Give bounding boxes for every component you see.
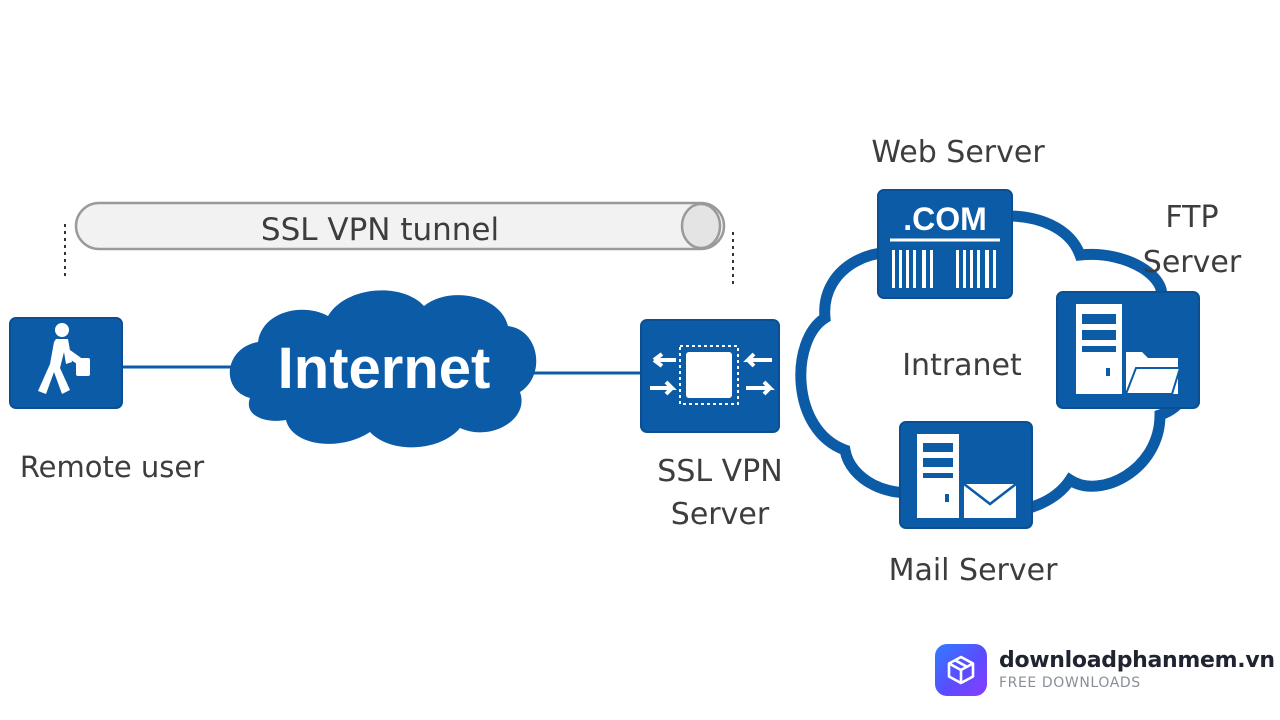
server-tower-icon xyxy=(1076,304,1122,394)
tunnel-end-cap xyxy=(680,202,722,250)
watermark: downloadphanmem.vn FREE DOWNLOADS xyxy=(935,642,1275,698)
remote-user-node: Remote user xyxy=(9,317,204,484)
mail-server-node: Mail Server xyxy=(889,421,1059,588)
ssl-vpn-tunnel: SSL VPN tunnel xyxy=(64,201,734,288)
watermark-subtitle: FREE DOWNLOADS xyxy=(999,675,1141,691)
ftp-server-label-line1: FTP xyxy=(1165,200,1218,235)
watermark-title: downloadphanmem.vn xyxy=(999,648,1275,673)
internet-cloud: Internet xyxy=(229,290,537,448)
ssl-vpn-server-label-line2: Server xyxy=(671,497,770,532)
ftp-server-node: FTP Server xyxy=(1056,200,1242,409)
web-server-node: Web Server .COM xyxy=(871,135,1045,299)
cube-logo-icon xyxy=(935,644,987,696)
server-tower-icon xyxy=(917,434,959,518)
intranet-label: Intranet xyxy=(902,348,1022,383)
barcode-icon xyxy=(892,250,996,288)
folder-icon xyxy=(1124,352,1182,395)
internet-cloud-shape xyxy=(229,290,537,448)
ssl-vpn-server-label-line1: SSL VPN xyxy=(657,454,782,489)
envelope-icon xyxy=(963,483,1017,518)
ssl-vpn-server-node: SSL VPN Server xyxy=(640,319,783,532)
tunnel-pipe xyxy=(74,201,726,251)
walking-person-icon xyxy=(38,323,90,394)
ftp-server-label-line2: Server xyxy=(1143,245,1242,280)
web-server-badge: .COM xyxy=(903,201,987,237)
web-server-label: Web Server xyxy=(871,135,1045,170)
gateway-chip-icon xyxy=(650,345,775,405)
tunnel-label: SSL VPN tunnel xyxy=(261,212,499,248)
internet-label: Internet xyxy=(278,336,491,401)
mail-server-label: Mail Server xyxy=(889,553,1059,588)
remote-user-label: Remote user xyxy=(20,450,204,484)
